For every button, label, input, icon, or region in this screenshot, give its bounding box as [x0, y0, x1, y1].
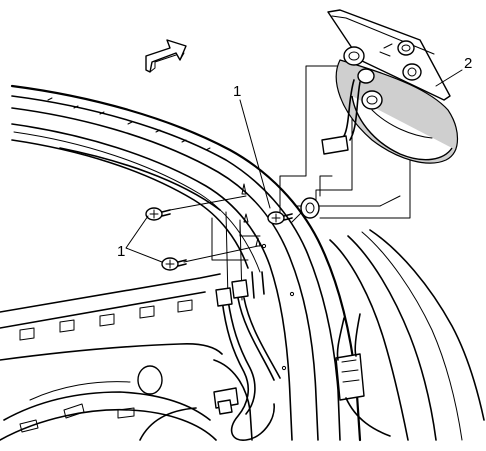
wire-harness [213, 271, 281, 441]
inner-door-panel [0, 243, 295, 441]
outside-mirror-assembly [321, 9, 459, 164]
callout-label-screw-top: 1 [233, 83, 241, 100]
callout-label-screws: 1 [117, 243, 125, 260]
screw [161, 257, 187, 271]
harness-clip [335, 313, 391, 437]
screw [145, 207, 171, 221]
callout-leaders [125, 69, 463, 263]
door-mount-holes [241, 183, 320, 247]
callout-label-mirror: 2 [464, 55, 472, 72]
screw [267, 211, 293, 225]
direction-arrow-icon [145, 39, 187, 73]
